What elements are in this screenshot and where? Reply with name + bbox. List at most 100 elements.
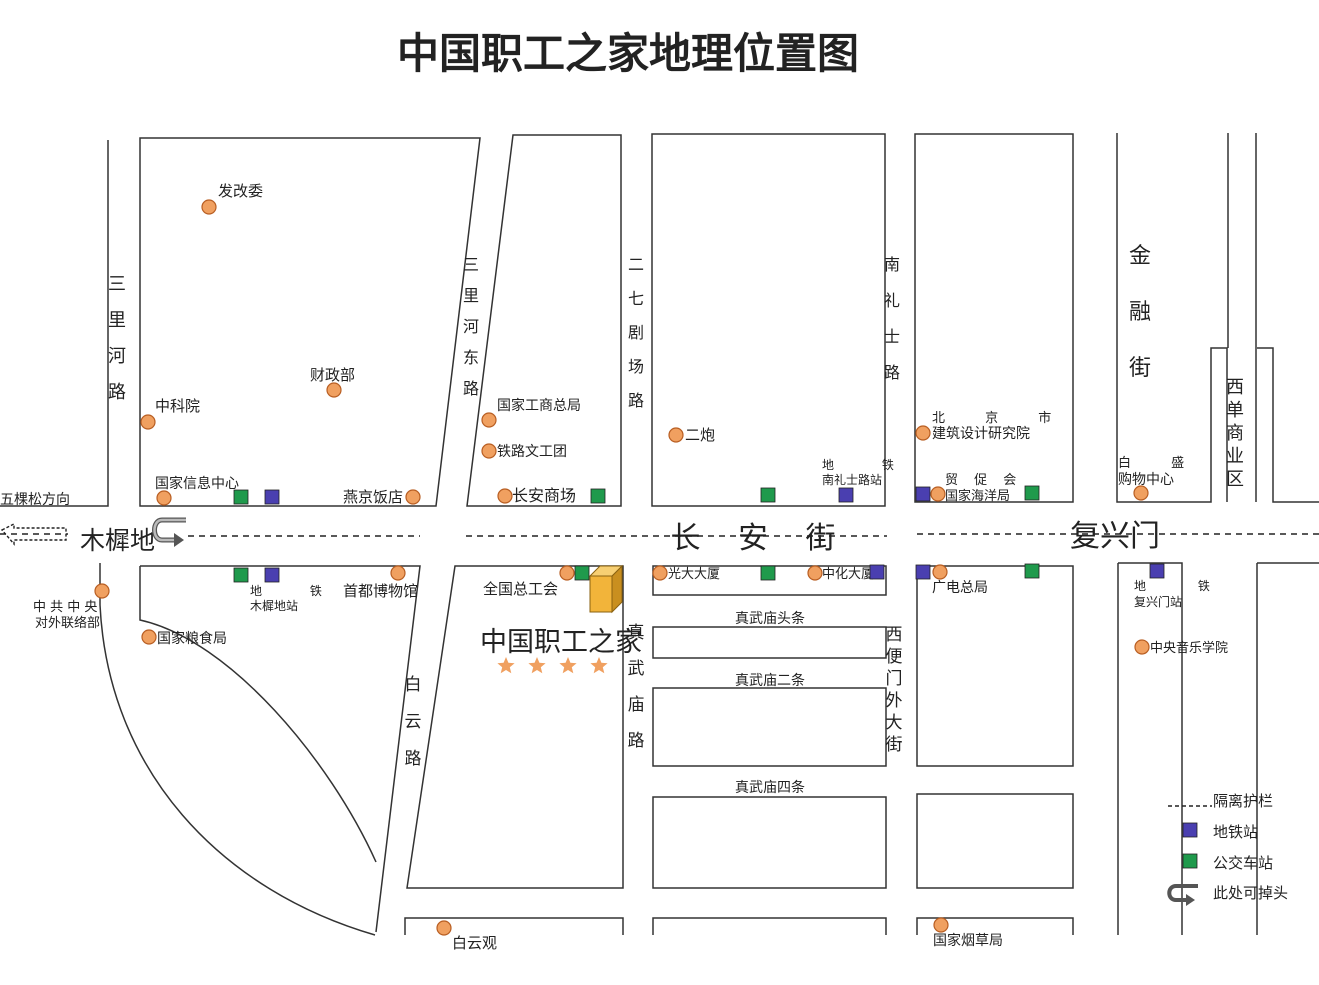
destination-label: 中国职工之家: [480, 627, 642, 658]
road-outlines: [0, 133, 1319, 936]
subway-label-nanlishi2: 南礼士路站: [822, 472, 882, 487]
poi-label-guangdian: 广电总局: [932, 580, 988, 596]
poi-label-yancao: 国家烟草局: [933, 932, 1003, 949]
legend-bus-icon: [1182, 853, 1198, 869]
poi-label-haiyang: 国家海洋局: [945, 488, 1010, 504]
poi-label-xinxi: 国家信息中心: [155, 475, 239, 492]
street-baiyun-lu: 白云路: [405, 675, 422, 769]
street-ertiao: 真武庙二条: [735, 672, 805, 689]
subway-station-icon-4[interactable]: [838, 487, 854, 503]
subway-station-icon-1[interactable]: [264, 489, 280, 505]
legend-uturn-icon: [1167, 884, 1198, 906]
street-sanlihe-dong-lu: 三里河东路: [463, 255, 479, 398]
poi-label-changan-shangchang: 长安商场: [512, 486, 576, 505]
bus-stop-icon-13[interactable]: [1024, 563, 1040, 579]
street-nanlishi-lu: 南礼士路: [884, 255, 900, 382]
poi-label-beijing-design2: 建筑设计研究院: [932, 426, 1030, 442]
bus-stop-icon-3[interactable]: [760, 487, 776, 503]
poi-marker-yanjing[interactable]: [405, 489, 421, 505]
legend-bus-label: 公交车站: [1213, 854, 1273, 872]
poi-marker-xinxi[interactable]: [156, 490, 172, 506]
poi-label-baisheng2: 购物中心: [1118, 472, 1174, 488]
poi-marker-baisheng[interactable]: [1133, 485, 1149, 501]
poi-marker-duiwai[interactable]: [94, 583, 110, 599]
poi-label-erpao: 二炮: [685, 426, 715, 444]
bus-stop-icon-9[interactable]: [574, 565, 590, 581]
barrier-lines: [0, 533, 1319, 537]
subway-station-icon-8[interactable]: [264, 567, 280, 583]
poi-label-baisheng1: 白 盛: [1118, 455, 1202, 471]
street-xibianmen: 西便门外大街: [886, 625, 903, 755]
street-changan: 长 安 街: [670, 521, 849, 556]
poi-marker-zhongkeyuan[interactable]: [140, 414, 156, 430]
poi-marker-guangda[interactable]: [652, 565, 668, 581]
street-fuxingmen: 复兴门: [1070, 519, 1160, 554]
bus-stop-icon-6[interactable]: [1024, 485, 1040, 501]
poi-marker-zhonghua[interactable]: [807, 565, 823, 581]
poi-label-quanzong: 全国总工会: [483, 580, 558, 598]
poi-marker-guangdian[interactable]: [932, 564, 948, 580]
poi-marker-liangshi[interactable]: [141, 629, 157, 645]
star-icon: [590, 657, 608, 674]
subway-label-muxidi1: 地 铁: [250, 584, 344, 598]
legend-subway-icon: [1182, 822, 1198, 838]
destination-building-icon: [588, 564, 624, 614]
street-xidan: 西单商业区: [1226, 377, 1244, 490]
poi-marker-fagaiwei[interactable]: [201, 199, 217, 215]
bus-stop-icon-7[interactable]: [233, 567, 249, 583]
subway-station-icon-14[interactable]: [1149, 563, 1165, 579]
poi-label-caizhengbu: 财政部: [310, 366, 355, 384]
poi-marker-yancao[interactable]: [933, 917, 949, 933]
poi-marker-caizhengbu[interactable]: [326, 382, 342, 398]
poi-marker-beijing-design[interactable]: [915, 425, 931, 441]
poi-label-duiwai2: 对外联络部: [35, 615, 100, 631]
legend-barrier-label: 隔离护栏: [1213, 792, 1273, 810]
subway-label-muxidi2: 木樨地站: [250, 599, 298, 613]
poi-marker-haiyang[interactable]: [930, 486, 946, 502]
poi-marker-quanzong[interactable]: [559, 565, 575, 581]
poi-label-zhongkeyuan: 中科院: [155, 397, 200, 415]
poi-marker-changan-shangchang[interactable]: [497, 488, 513, 504]
map-title: 中国职工之家地理位置图: [397, 29, 859, 78]
poi-label-beijing-design: 北 京 市: [932, 410, 1069, 426]
street-muxidi: 木樨地: [80, 526, 155, 555]
bus-stop-icon-10[interactable]: [760, 565, 776, 581]
poi-label-museum: 首都博物馆: [343, 582, 418, 600]
poi-marker-tielu[interactable]: [481, 443, 497, 459]
poi-label-gongshang: 国家工商总局: [497, 397, 581, 414]
subway-station-icon-5[interactable]: [915, 486, 931, 502]
street-erqi-juchang-lu: 二七剧场路: [628, 255, 644, 410]
poi-marker-museum[interactable]: [390, 565, 406, 581]
star-icon: [528, 657, 546, 674]
poi-label-liangshi: 国家粮食局: [157, 630, 227, 647]
poi-marker-erpao[interactable]: [668, 427, 684, 443]
street-toutiao: 真武庙头条: [735, 610, 805, 627]
destination-stars: [497, 657, 608, 674]
poi-label-maocu: 贸 促 会: [945, 473, 1022, 488]
street-sitiao: 真武庙四条: [735, 779, 805, 796]
west-arrow: [0, 522, 67, 546]
star-icon: [559, 657, 577, 674]
poi-marker-baiyunguan[interactable]: [436, 920, 452, 936]
u-turn-icon: [152, 517, 186, 547]
subway-label-fuxingmen2: 复兴门站: [1134, 594, 1182, 609]
bus-stop-icon-0[interactable]: [233, 489, 249, 505]
poi-label-music: 中央音乐学院: [1150, 640, 1228, 656]
bus-stop-icon-2[interactable]: [590, 488, 606, 504]
poi-label-fagaiwei: 发改委: [218, 182, 263, 200]
star-icon: [497, 657, 515, 674]
subway-station-icon-12[interactable]: [915, 564, 931, 580]
street-wukesong: 五棵松方向: [0, 492, 70, 508]
poi-label-zhonghua: 中化大厦: [822, 567, 874, 582]
street-jinrong-jie: 金融街: [1129, 244, 1151, 381]
poi-label-guangda: 光大大厦: [668, 567, 720, 582]
poi-marker-gongshang[interactable]: [481, 412, 497, 428]
legend-uturn-label: 此处可掉头: [1213, 884, 1288, 902]
street-sanlihe-lu: 三里河路: [108, 274, 126, 403]
subway-station-icon-11[interactable]: [869, 564, 885, 580]
poi-label-duiwai1: 中 共 中 央: [33, 600, 97, 615]
subway-label-nanlishi1: 地 铁: [822, 458, 916, 472]
poi-marker-music[interactable]: [1134, 639, 1150, 655]
subway-label-fuxingmen1: 地 铁: [1134, 579, 1234, 593]
